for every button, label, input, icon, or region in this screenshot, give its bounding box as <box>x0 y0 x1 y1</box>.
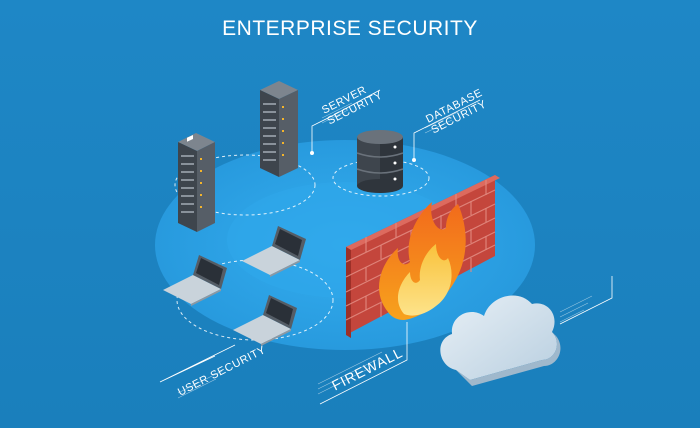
database-cylinder <box>356 130 404 193</box>
laptop-left <box>163 255 227 306</box>
laptop-bottom <box>233 295 297 346</box>
fine-print-lines <box>177 102 593 399</box>
flame-icon <box>379 202 466 320</box>
annotation-lines <box>159 89 613 405</box>
page-title: ENTERPRISE SECURITY <box>222 17 478 40</box>
server-tower-left <box>178 133 215 232</box>
server-tower-right <box>260 81 298 177</box>
cloud-icon <box>440 295 561 386</box>
laptop-top <box>242 226 306 277</box>
